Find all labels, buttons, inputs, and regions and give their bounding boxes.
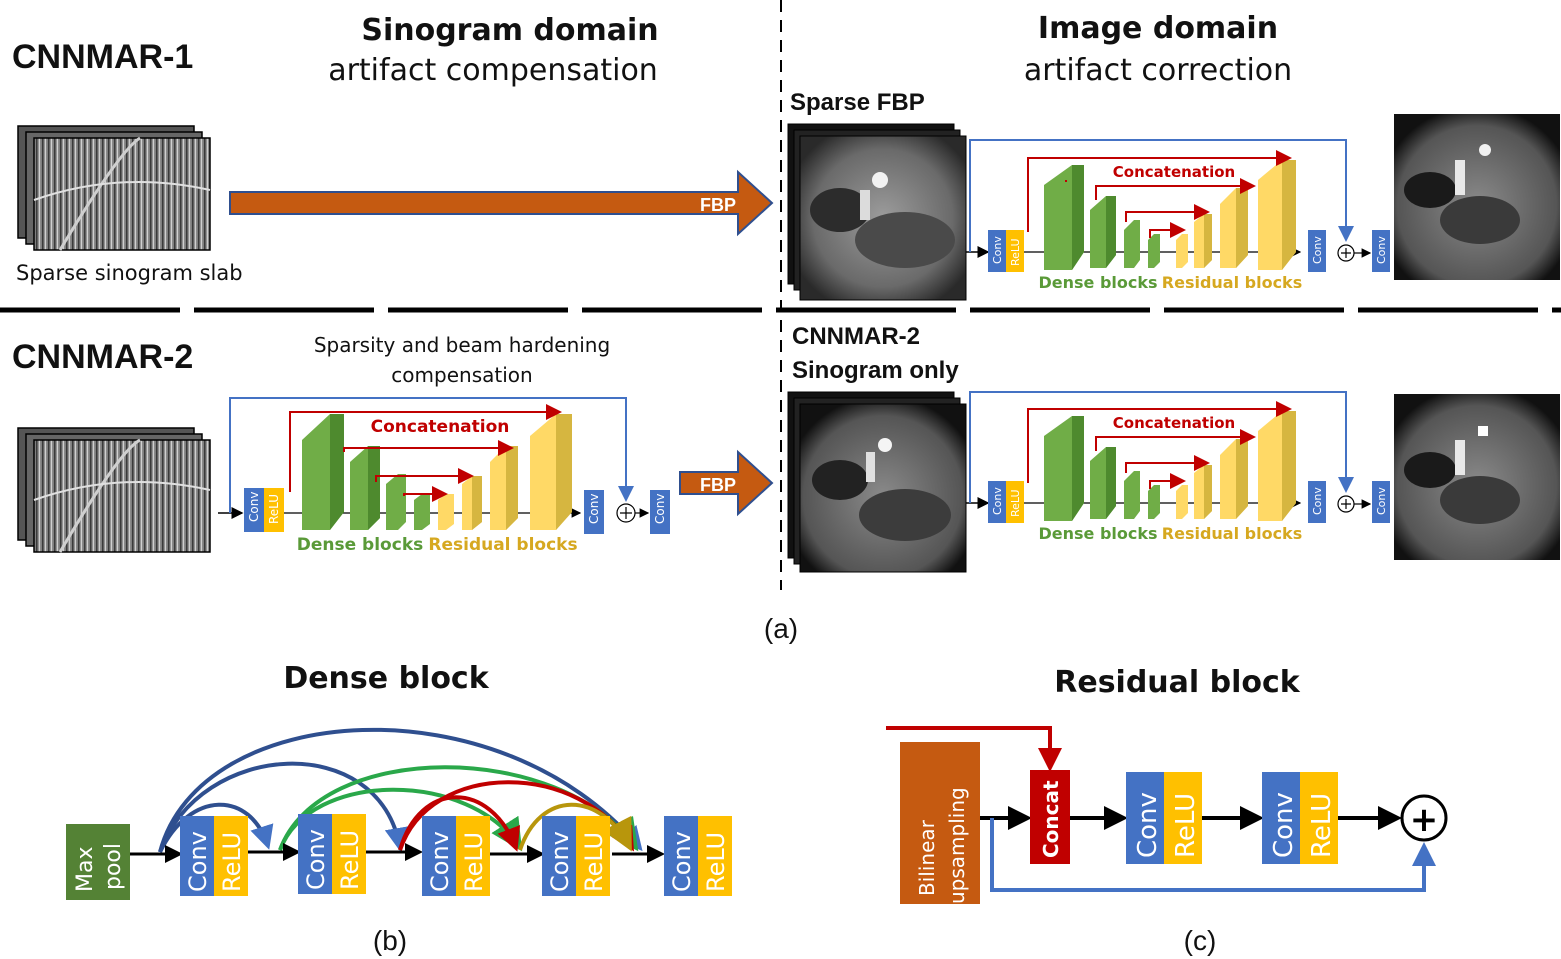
svg-text:Bilinear: Bilinear [915, 819, 939, 896]
svg-text:Conv: Conv [653, 494, 667, 524]
sparse-fbp-label: Sparse FBP [790, 89, 925, 116]
network-row1: Conv ReLU Conv Conv [966, 139, 1390, 272]
svg-text:Conv: Conv [1311, 487, 1324, 515]
sparse-sinogram-label: Sparse sinogram slab [16, 261, 243, 285]
caption-c: (c) [1184, 925, 1217, 956]
image-domain-header: Image domain [1038, 11, 1278, 46]
svg-text:Conv: Conv [1375, 236, 1388, 264]
svg-text:Conv: Conv [991, 487, 1004, 515]
svg-text:Conv: Conv [302, 829, 330, 890]
row2-title: CNNMAR-2 [12, 338, 193, 376]
svg-text:Conv: Conv [991, 236, 1004, 264]
concatenation-label-row2b: Concatenation [1113, 414, 1235, 432]
svg-text:ReLU: ReLU [1307, 793, 1337, 858]
dense-block-diagram: Max pool Conv ReLU Conv ReLU Conv ReLU C… [66, 727, 732, 900]
fbp-label-row1: FBP [700, 195, 736, 215]
svg-text:Conv: Conv [247, 492, 261, 522]
caption-a: (a) [764, 613, 798, 644]
residual-blocks-label-row1: Residual blocks [1162, 273, 1302, 292]
svg-text:Max: Max [73, 847, 98, 892]
sinogram-stack-row2 [17, 427, 211, 553]
svg-text:ReLU: ReLU [267, 494, 281, 524]
bilinear-upsampling-block [900, 742, 980, 904]
sum-node [1400, 794, 1448, 842]
svg-text:Conv: Conv [668, 831, 696, 892]
svg-text:Conv: Conv [1133, 792, 1163, 858]
svg-text:ReLU: ReLU [1009, 238, 1022, 266]
svg-text:Conv: Conv [1269, 792, 1299, 858]
svg-text:ReLU: ReLU [702, 832, 730, 892]
caption-b: (b) [373, 925, 407, 956]
svg-text:upsampling: upsampling [945, 787, 969, 904]
row1-title: CNNMAR-1 [12, 38, 193, 76]
svg-text:Conv: Conv [1311, 236, 1324, 264]
svg-text:ReLU: ReLU [1009, 489, 1022, 517]
fbp-arrow-row2 [679, 449, 774, 517]
sparsity-label-line2: compensation [391, 363, 532, 387]
dense-blocks-label-row2b: Dense blocks [1038, 524, 1157, 543]
svg-text:Conv: Conv [1375, 487, 1388, 515]
svg-text:ReLU: ReLU [336, 830, 364, 890]
cnnmar2-sino-image-stack [787, 391, 967, 573]
concatenation-label-row1: Concatenation [1113, 163, 1235, 181]
svg-text:Conv: Conv [184, 831, 212, 892]
svg-text:Concat: Concat [1039, 780, 1063, 858]
concatenation-label-row2a: Concatenation [371, 417, 510, 437]
network-row2-sinogram: Conv ReLU Conv Conv [218, 397, 670, 534]
residual-blocks-label-row2a: Residual blocks [428, 535, 577, 555]
concat-block [1030, 770, 1070, 864]
network-row2-image: Conv ReLU Conv Conv [966, 391, 1390, 523]
sparse-fbp-image-stack [787, 123, 967, 301]
fbp-arrow-row1 [229, 169, 774, 237]
cnnmar2-sino-label-line2: Sinogram only [792, 357, 959, 384]
output-image-row1 [1394, 114, 1560, 280]
fbp-label-row2: FBP [700, 475, 736, 495]
dense-blocks-label-row1: Dense blocks [1038, 273, 1157, 292]
svg-text:ReLU: ReLU [580, 832, 608, 892]
output-image-row2 [1394, 394, 1560, 560]
svg-text:pool: pool [101, 843, 126, 890]
residual-block-title: Residual block [1054, 665, 1301, 700]
svg-text:Conv: Conv [546, 831, 574, 892]
sinogram-domain-subheader: artifact compensation [328, 53, 658, 88]
dense-blocks-label-row2a: Dense blocks [297, 535, 424, 555]
sinogram-stack-row1 [17, 125, 211, 251]
svg-text:ReLU: ReLU [218, 832, 246, 892]
dense-block-title: Dense block [283, 661, 489, 696]
sinogram-domain-header: Sinogram domain [361, 13, 658, 48]
svg-text:Conv: Conv [587, 494, 601, 524]
residual-block-diagram: Bilinear upsampling Concat Conv ReLU Con… [886, 726, 1448, 904]
svg-text:Conv: Conv [426, 831, 454, 892]
svg-text:ReLU: ReLU [460, 832, 488, 892]
cnnmar2-sino-label-line1: CNNMAR-2 [792, 323, 920, 350]
residual-blocks-label-row2b: Residual blocks [1162, 524, 1302, 543]
max-pool-block [66, 824, 130, 900]
svg-text:ReLU: ReLU [1171, 793, 1201, 858]
sum-symbol: + [1410, 800, 1439, 840]
image-domain-subheader: artifact correction [1024, 53, 1292, 88]
sparsity-label-line1: Sparsity and beam hardening [314, 333, 610, 357]
